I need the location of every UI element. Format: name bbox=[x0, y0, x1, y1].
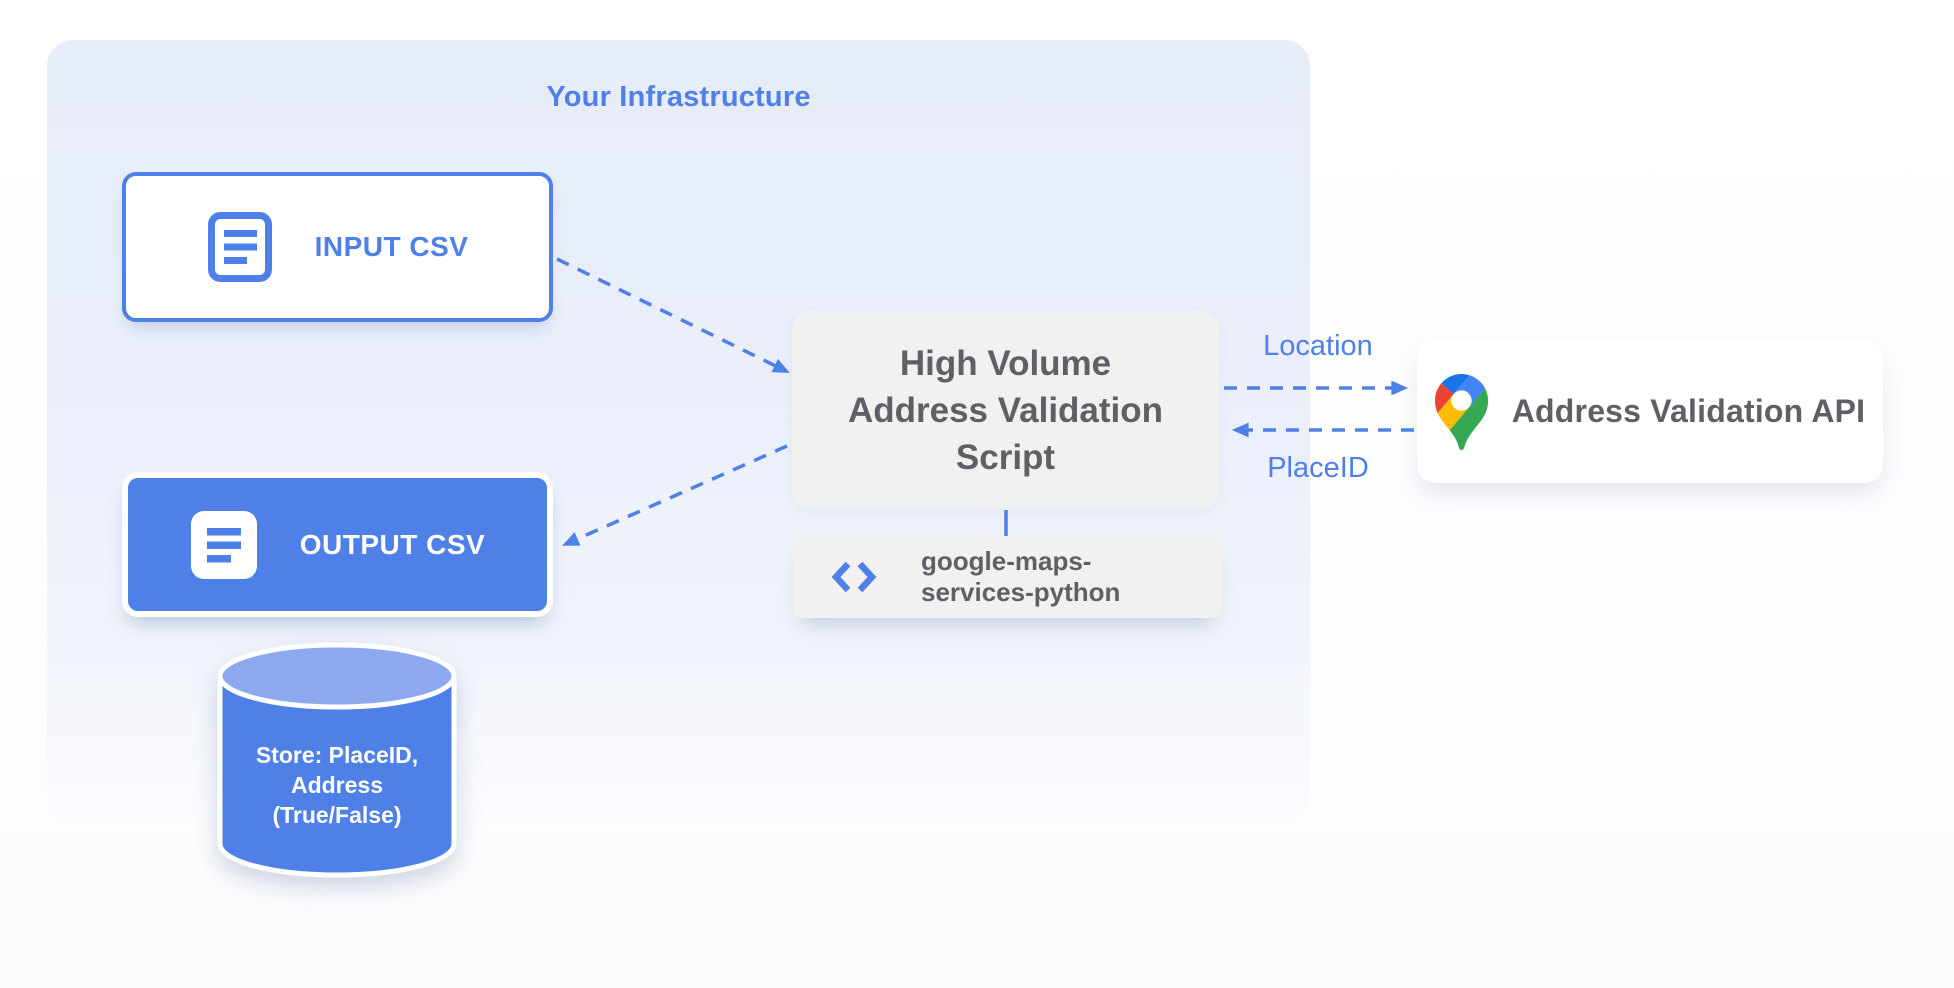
document-outline-icon bbox=[207, 212, 272, 282]
infrastructure-label: Your Infrastructure bbox=[546, 81, 811, 113]
placeid-edge-label: PlaceID bbox=[1267, 452, 1369, 484]
google-maps-pin-icon bbox=[1434, 373, 1488, 450]
code-brackets-icon bbox=[831, 561, 877, 593]
script-label-line: High Volume bbox=[899, 343, 1112, 383]
document-filled-icon bbox=[190, 510, 257, 579]
api-label: Address Validation API bbox=[1511, 393, 1866, 429]
library-node: google-maps- services-python bbox=[793, 536, 1222, 618]
datastore-label: Store: PlaceID, Address (True/False) bbox=[255, 742, 419, 828]
output-csv-node: OUTPUT CSV bbox=[122, 472, 553, 617]
output-csv-label: OUTPUT CSV bbox=[299, 528, 486, 560]
input-csv-label: INPUT CSV bbox=[314, 231, 469, 262]
datastore-cylinder bbox=[217, 642, 457, 878]
script-node: High Volume Address Validation Script bbox=[792, 311, 1219, 509]
api-node: Address Validation API bbox=[1417, 340, 1883, 483]
location-edge-label: Location bbox=[1263, 330, 1373, 362]
script-label-line: Address Validation bbox=[847, 390, 1164, 430]
input-csv-node: INPUT CSV bbox=[122, 172, 553, 322]
library-label: google-maps- services-python bbox=[921, 546, 1121, 607]
script-label-line: Script bbox=[955, 437, 1056, 477]
